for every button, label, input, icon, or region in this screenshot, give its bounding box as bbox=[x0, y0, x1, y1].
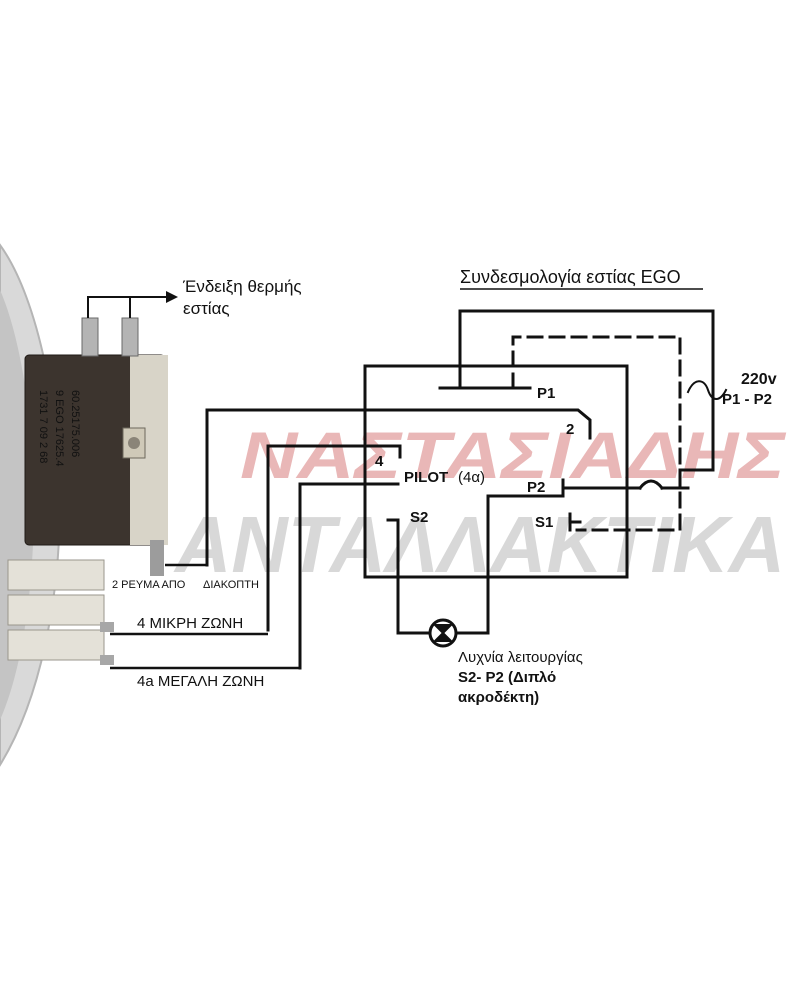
supply-pair: P1 - P2 bbox=[722, 391, 772, 408]
lamp-caption-2: S2- P2 (Διπλό bbox=[458, 669, 556, 686]
terminal-4-wire bbox=[266, 444, 402, 632]
indicator-lamp bbox=[428, 618, 458, 648]
wires bbox=[205, 309, 728, 670]
spade-terminal bbox=[100, 655, 114, 665]
label-p2: P2 bbox=[527, 479, 545, 496]
device-marking: 1731 7 09 2 68 bbox=[37, 390, 49, 463]
device-marking: 60.25175.006 bbox=[69, 390, 81, 457]
callout-arrow bbox=[87, 291, 178, 318]
spade-terminal bbox=[100, 622, 114, 632]
label-small-zone: 4 ΜΙΚΡΗ ΖΩΝΗ bbox=[137, 615, 243, 632]
spade-terminal bbox=[121, 317, 139, 357]
p1-dashed-wire bbox=[511, 335, 682, 532]
thermostat-tab bbox=[150, 540, 164, 576]
label-power-from: 2 ΡΕΥΜΑ ΑΠΟ bbox=[112, 579, 186, 591]
label-pilot: PILOT bbox=[404, 469, 448, 486]
label-s2: S2 bbox=[410, 509, 428, 526]
label-terminal-4: 4 bbox=[375, 453, 384, 470]
watermark-line-1: ΝΑΣΤΑΣΙΑΔΗΣ bbox=[240, 418, 787, 492]
supply-squiggle bbox=[686, 380, 728, 400]
lamp-caption-1: Λυχνία λειτουργίας bbox=[458, 649, 583, 666]
supply-voltage: 220v bbox=[741, 371, 777, 388]
terminal-block bbox=[7, 594, 105, 626]
callout-line-1: Ένδειξη θερμής bbox=[182, 277, 302, 296]
label-p1: P1 bbox=[537, 385, 555, 402]
device-markings: 60.25175.006 9 EGO 17625.4 1731 7 09 2 6… bbox=[37, 390, 81, 466]
watermark: ΝΑΣΤΑΣΙΑΔΗΣ ΑΝΤΑΛΛΑΚΤΙΚΑ bbox=[173, 418, 787, 589]
terminal-2-wire bbox=[205, 408, 592, 567]
watermark-line-2: ΑΝΤΑΛΛΑΚΤΙΚΑ bbox=[173, 500, 785, 589]
callout-line-2: εστίας bbox=[183, 299, 230, 318]
p1-supply-wire bbox=[458, 309, 715, 472]
reset-button-cap bbox=[128, 437, 140, 449]
lamp-caption-3: ακροδέκτη) bbox=[458, 689, 539, 706]
hotplate-photo: 60.25175.006 9 EGO 17625.4 1731 7 09 2 6… bbox=[0, 243, 168, 767]
terminal-block bbox=[7, 559, 105, 591]
label-switch: ΔΙΑΚΟΠΤΗ bbox=[203, 579, 259, 591]
p2-hop bbox=[637, 479, 665, 491]
label-large-zone: 4a ΜΕΓΑΛΗ ΖΩΝΗ bbox=[137, 673, 264, 690]
spade-terminal bbox=[81, 317, 99, 357]
frame-wire bbox=[363, 364, 629, 579]
terminal-block bbox=[7, 629, 105, 661]
device-marking: 9 EGO 17625.4 bbox=[53, 390, 65, 466]
label-terminal-2: 2 bbox=[566, 421, 574, 438]
diagram-title: Συνδεσμολογία εστίας EGO bbox=[460, 267, 681, 287]
label-s1: S1 bbox=[535, 514, 553, 531]
s2-wire bbox=[386, 518, 432, 635]
label-pilot-suffix: (4α) bbox=[458, 469, 485, 486]
p2-lamp-wire bbox=[454, 494, 565, 635]
terminal-4a-wire bbox=[298, 482, 400, 670]
